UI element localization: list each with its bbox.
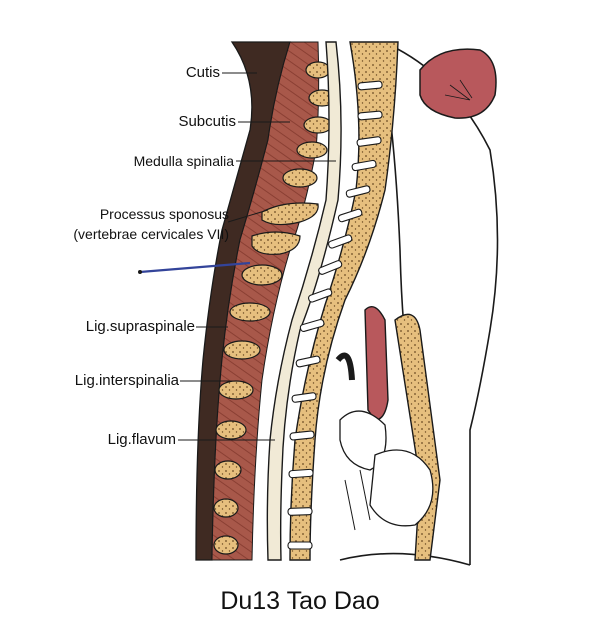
label-cutis: Cutis bbox=[185, 64, 220, 81]
spinal-cord bbox=[266, 41, 342, 561]
figure-caption: Du13 Tao Dao bbox=[220, 587, 380, 615]
label-processus-sponosus: Processus sponosus bbox=[99, 206, 229, 222]
pharynx bbox=[335, 306, 441, 561]
oral-cavity bbox=[419, 48, 497, 119]
acupuncture-needle bbox=[138, 261, 251, 274]
label-lig-interspinalia: Lig.interspinalia bbox=[74, 372, 179, 389]
label-lig-flavum: Lig.flavum bbox=[107, 431, 176, 448]
label-subcutis: Subcutis bbox=[178, 113, 236, 130]
label-vertebrae-cervicales: (vertebrae cervicales VII) bbox=[73, 226, 229, 242]
label-lig-supraspinale: Lig.supraspinale bbox=[85, 318, 195, 335]
leader-lines bbox=[178, 72, 336, 441]
label-medulla-spinalia: Medulla spinalia bbox=[133, 153, 234, 169]
intervertebral-discs bbox=[287, 80, 383, 550]
